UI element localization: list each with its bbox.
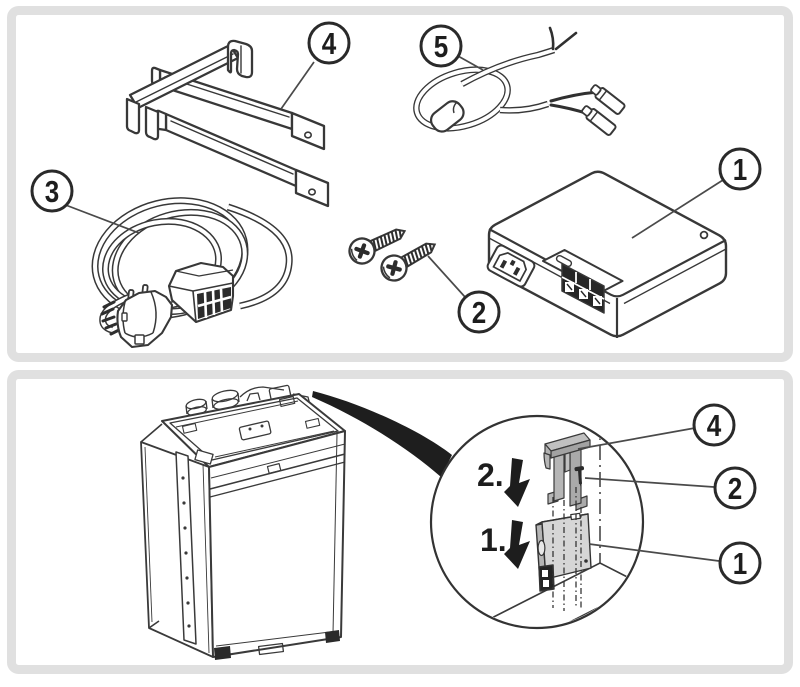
svg-text:3: 3 <box>45 174 60 209</box>
svg-text:2: 2 <box>472 295 487 330</box>
svg-text:1.: 1. <box>480 522 507 558</box>
svg-text:1: 1 <box>733 152 748 187</box>
svg-text:2: 2 <box>728 471 743 506</box>
svg-text:5: 5 <box>434 29 449 64</box>
svg-text:2.: 2. <box>477 457 504 493</box>
svg-text:4: 4 <box>322 26 337 61</box>
svg-text:1: 1 <box>733 546 748 581</box>
svg-text:4: 4 <box>707 408 722 443</box>
